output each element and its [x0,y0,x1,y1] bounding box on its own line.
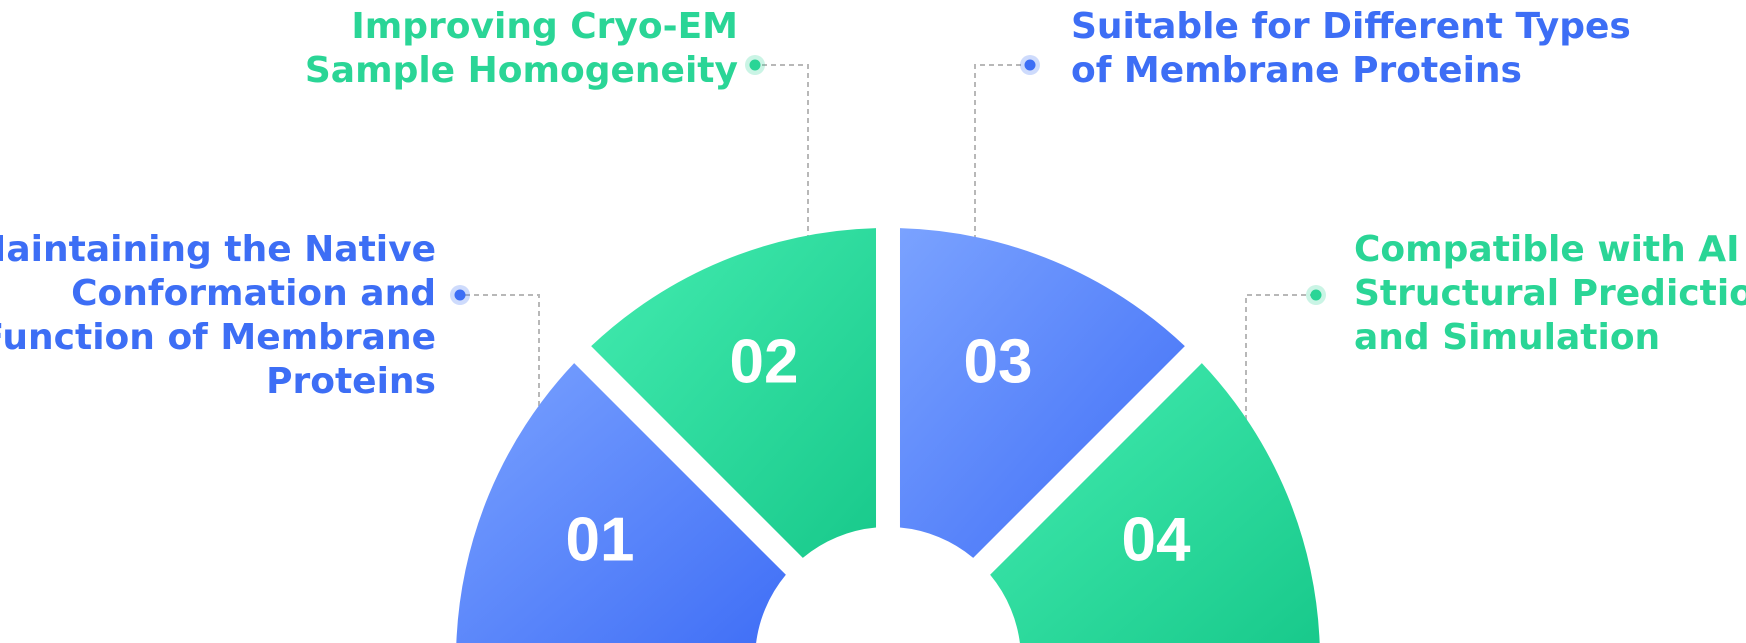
label-item-3: Suitable for Different Types of Membrane… [1071,5,1631,93]
label-item-2: Improving Cryo-EM Sample Homogeneity [305,5,738,93]
segments-group: 01 02 03 04 [456,228,1320,643]
label-item-4: Compatible with AI Structural Prediction… [1354,228,1746,360]
segment-number-04: 04 [1122,506,1191,575]
label-item-1-line-2: Conformation and [71,273,436,314]
connector-dot-3 [1024,59,1036,71]
connector-line-1 [460,294,540,415]
label-item-1-line-3: Function of Membrane [0,317,436,358]
label-item-4-line-1: Compatible with AI [1354,229,1740,270]
label-item-1-line-1: Maintaining the Native [0,229,436,270]
segment-04 [990,363,1320,643]
label-item-2-line-2: Sample Homogeneity [304,50,738,91]
segment-number-02: 02 [730,328,799,397]
connector-line-3 [974,64,1030,240]
segment-02 [591,228,877,558]
segment-number-03: 03 [964,328,1033,397]
label-item-1-line-4: Proteins [266,361,436,402]
label-item-2-line-1: Improving Cryo-EM [351,6,738,47]
label-item-3-line-1: Suitable for Different Types [1071,6,1631,47]
connector-dot-4 [1310,289,1322,301]
label-item-1: Maintaining the Native Conformation and … [0,228,436,404]
connector-lines [450,55,1326,420]
connector-dot-1 [454,289,466,301]
connector-dot-2 [749,59,761,71]
connector-line-2 [755,64,809,240]
label-item-4-line-3: and Simulation [1354,317,1661,358]
label-item-3-line-2: of Membrane Proteins [1071,50,1522,91]
segment-number-01: 01 [566,506,635,575]
connector-line-4 [1245,294,1316,420]
label-item-4-line-2: Structural Prediction [1354,273,1746,314]
segment-03 [899,228,1185,558]
segment-01 [456,363,786,643]
